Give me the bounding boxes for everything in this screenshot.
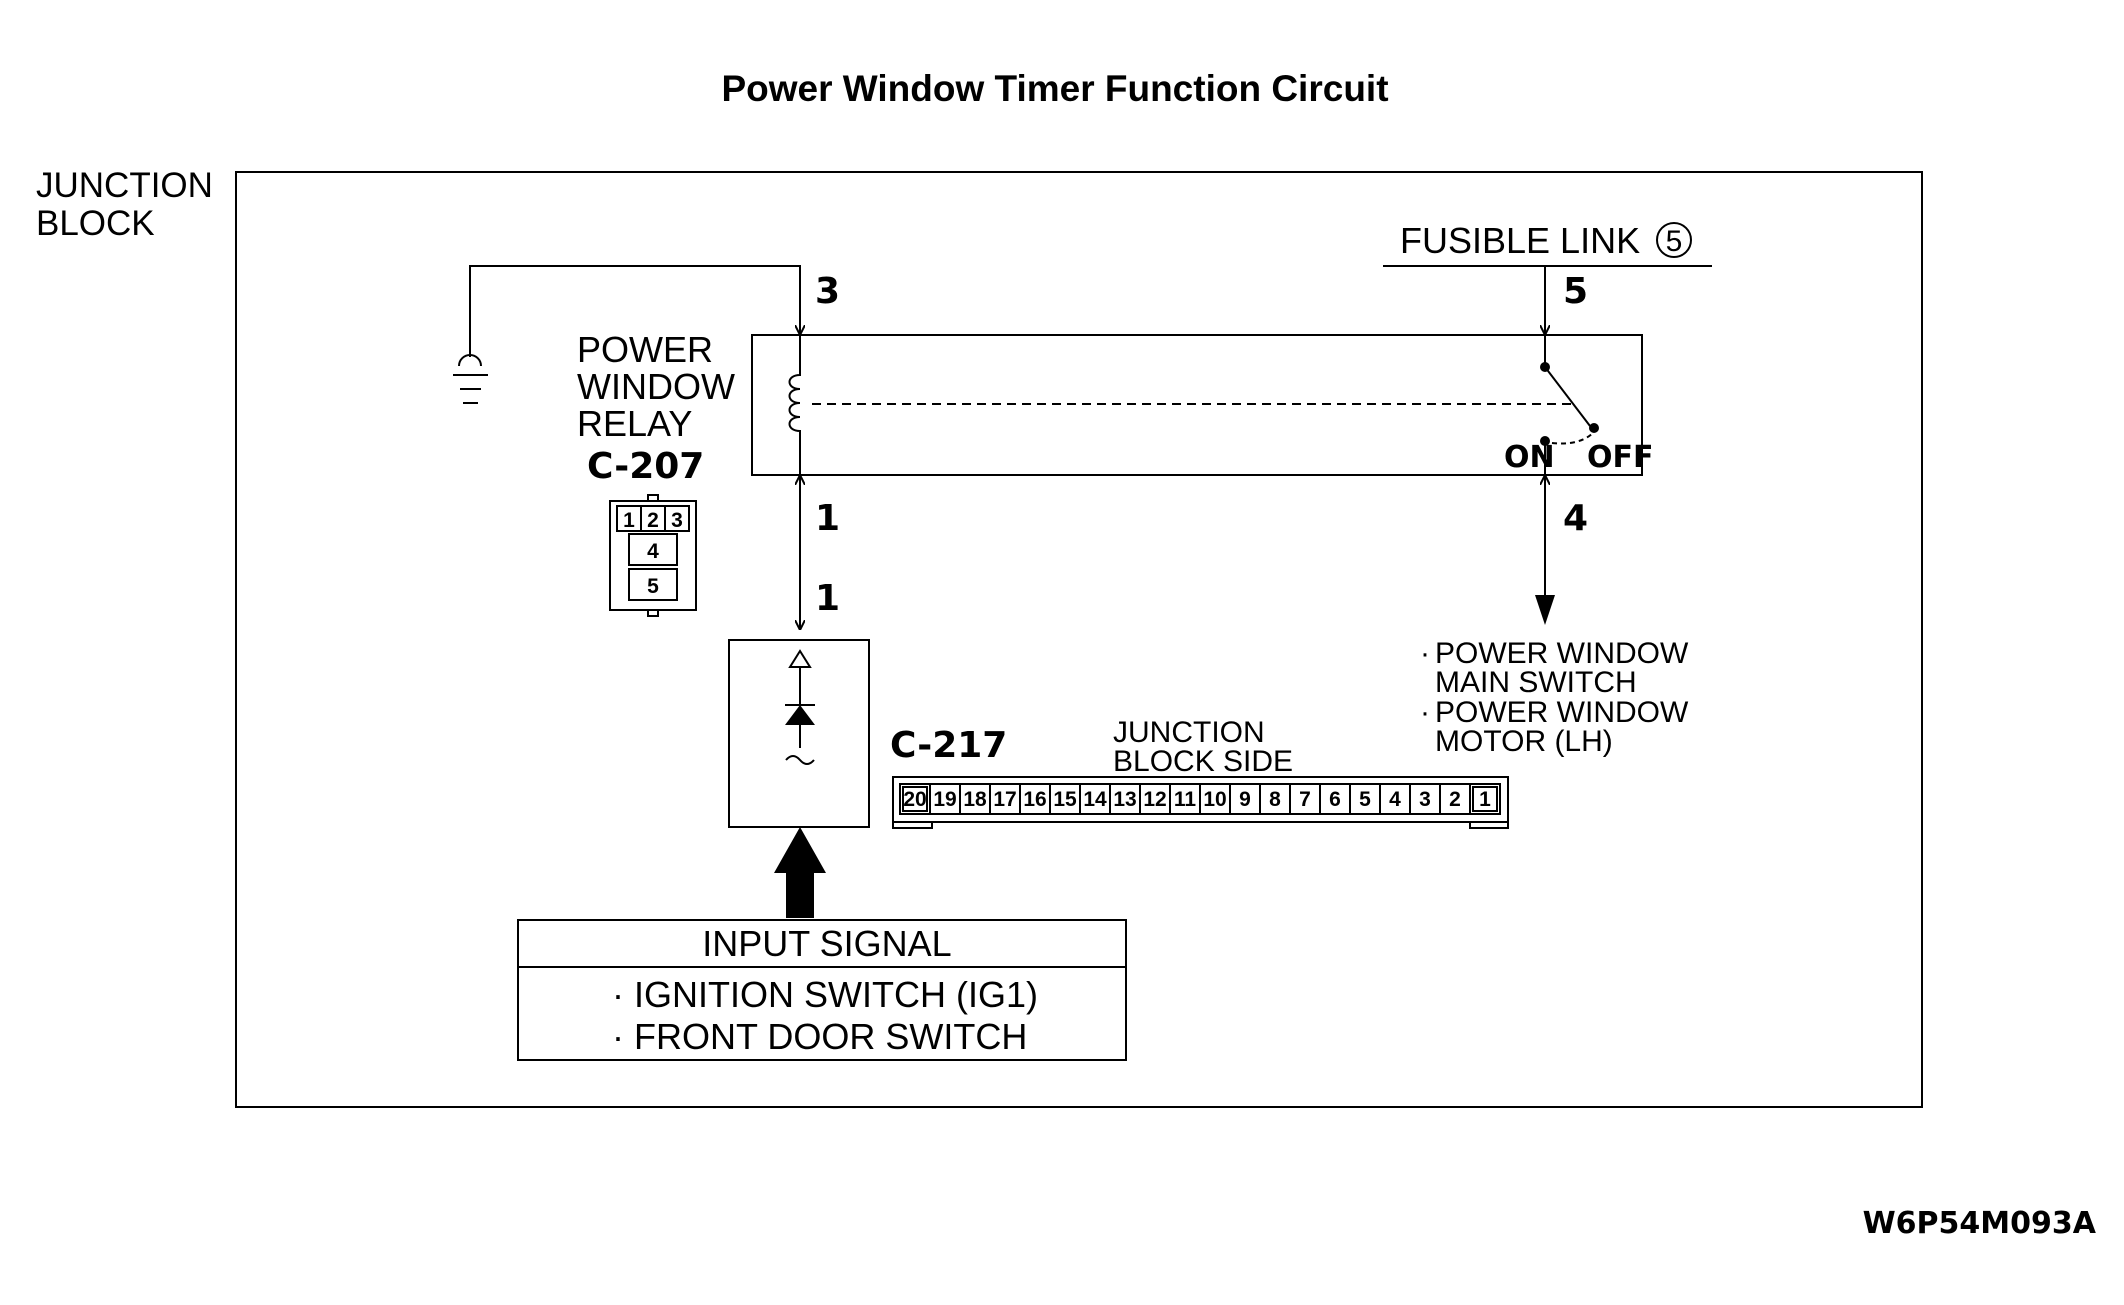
c217-side-label-line2: BLOCK SIDE <box>1113 745 1293 778</box>
ground-icon <box>453 354 488 404</box>
output-bullet-1: · <box>1420 637 1430 670</box>
terminal-1-connector-label: 1 <box>815 578 840 619</box>
diagram-code: W6P54M093A <box>1863 1206 2097 1241</box>
c207-pin-1: 1 <box>623 509 635 532</box>
input-signal-box <box>517 919 1127 1061</box>
input-signal-arrow-icon <box>774 827 826 918</box>
c217-pin-17: 17 <box>993 788 1016 811</box>
c217-pin-12: 12 <box>1143 788 1166 811</box>
c217-pin-9: 9 <box>1239 788 1251 811</box>
fusible-link-number-circle <box>1656 222 1692 258</box>
relay-coil-icon <box>788 335 801 475</box>
c217-pin-6: 6 <box>1329 788 1341 811</box>
fusible-link-label: FUSIBLE LINK <box>1400 220 1640 261</box>
diode-icon <box>785 649 815 765</box>
c217-pin-14: 14 <box>1083 788 1107 811</box>
power-window-relay-box <box>751 334 1643 476</box>
c217-pin-15: 15 <box>1053 788 1077 811</box>
input-signal-item-2: FRONT DOOR SWITCH <box>634 1016 1027 1057</box>
relay-label-line2: WINDOW <box>577 366 735 407</box>
c207-pin-4: 4 <box>647 540 659 563</box>
c217-pin-3: 3 <box>1419 788 1431 811</box>
input-signal-header: INPUT SIGNAL <box>702 923 951 964</box>
diagram-title: Power Window Timer Function Circuit <box>721 68 1388 109</box>
c217-pin-10: 10 <box>1203 788 1226 811</box>
c207-pin-3: 3 <box>671 509 683 532</box>
c207-pin-5: 5 <box>647 575 659 598</box>
fusible-link-number: 5 <box>1666 225 1683 258</box>
c217-pin-16: 16 <box>1023 788 1046 811</box>
c217-side-label-line1: JUNCTION <box>1113 716 1265 749</box>
terminal-5-label: 5 <box>1563 271 1588 312</box>
output-arrow-icon <box>1535 595 1555 625</box>
switch-dashed-arc <box>1551 431 1595 445</box>
c217-pin-13: 13 <box>1113 788 1136 811</box>
switch-off-contact <box>1589 423 1599 433</box>
input-bullet-1: · <box>612 974 624 1015</box>
c217-pin-11: 11 <box>1174 788 1197 811</box>
c217-pin-8: 8 <box>1269 788 1281 811</box>
c217-pin-19: 19 <box>933 788 956 811</box>
c217-pin-18: 18 <box>963 788 987 811</box>
junction-block-label-line1: JUNCTION <box>36 166 213 205</box>
junction-block-outline <box>235 171 1923 1108</box>
c217-pin-7: 7 <box>1299 788 1311 811</box>
c217-pin-1: 1 <box>1479 788 1491 811</box>
c217-pin-2: 2 <box>1449 788 1461 811</box>
relay-connector-label: C-207 <box>587 446 704 487</box>
output-line1: POWER WINDOW <box>1435 637 1689 670</box>
c217-end-pin-frame <box>902 786 928 812</box>
diode-box <box>728 639 870 828</box>
terminal-3-label: 3 <box>815 271 840 312</box>
terminal-1-relay-label: 1 <box>815 498 840 539</box>
output-line4: MOTOR (LH) <box>1435 725 1613 758</box>
input-signal-item-1: IGNITION SWITCH (IG1) <box>634 974 1038 1015</box>
c217-pin-5: 5 <box>1359 788 1371 811</box>
c207-connector-face: 1 2 3 4 5 <box>609 494 697 617</box>
switch-off-label: OFF <box>1587 440 1654 475</box>
input-bullet-2: · <box>612 1016 624 1057</box>
switch-blade <box>1544 366 1591 427</box>
junction-block-label-line2: BLOCK <box>36 204 155 243</box>
output-bullet-2: · <box>1420 696 1430 729</box>
c217-pin-20: 20 <box>903 788 926 811</box>
relay-label-line1: POWER <box>577 329 713 370</box>
terminal-4-label: 4 <box>1563 498 1588 539</box>
switch-on-label: ON <box>1504 440 1555 475</box>
c217-end-pin-frame <box>1472 786 1498 812</box>
output-line3: POWER WINDOW <box>1435 696 1689 729</box>
ground-wire <box>469 265 801 357</box>
c217-label: C-217 <box>890 725 1007 766</box>
c207-pin-2: 2 <box>647 509 659 532</box>
relay-label-line3: RELAY <box>577 403 692 444</box>
output-line2: MAIN SWITCH <box>1435 666 1637 699</box>
c217-pin-4: 4 <box>1389 788 1401 811</box>
